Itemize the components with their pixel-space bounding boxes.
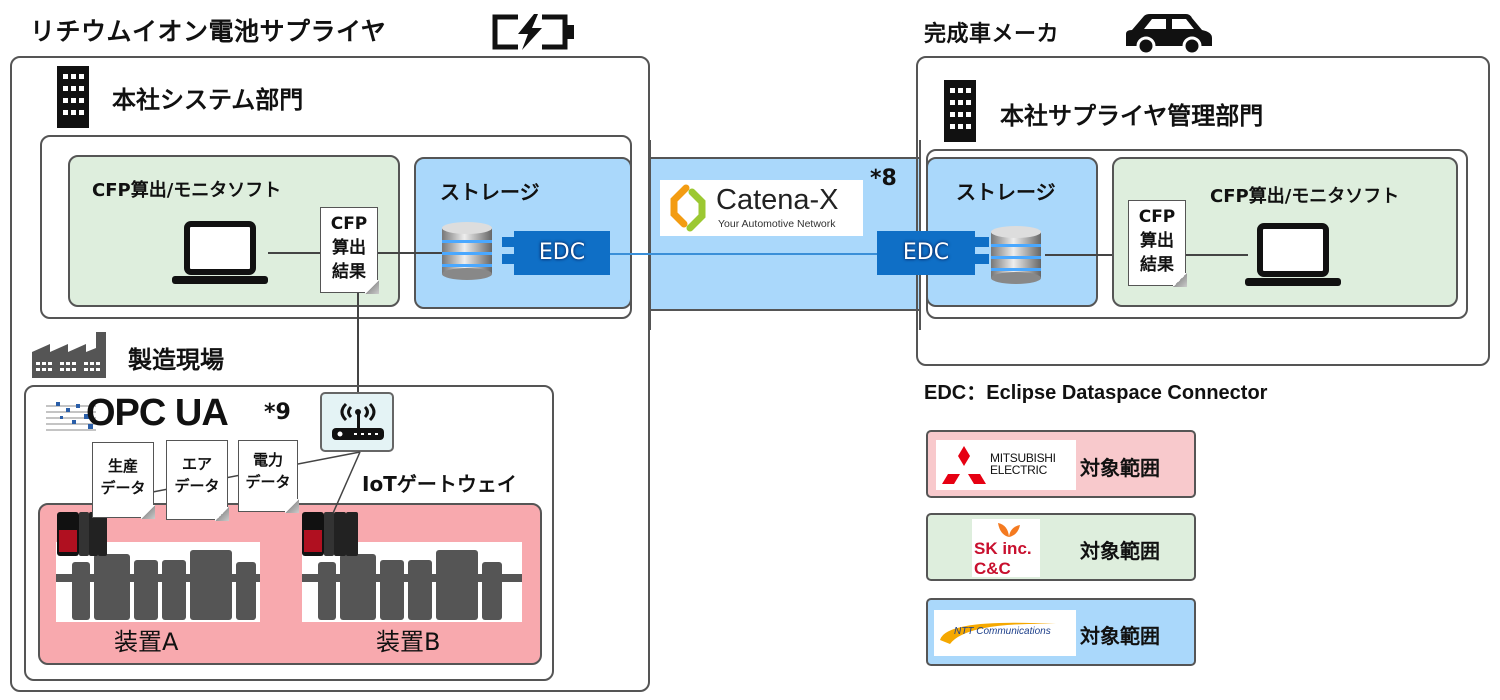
production-data-doc: 生産 データ <box>92 442 155 519</box>
band-edge <box>649 140 651 330</box>
factory-container <box>24 385 554 681</box>
edc-port <box>502 254 516 264</box>
air-data-doc: エア データ <box>166 440 229 521</box>
connector-line <box>268 252 322 254</box>
iot-gateway-box <box>320 392 394 452</box>
doc-line: データ <box>174 477 220 495</box>
ntt-swoosh-icon <box>940 622 1056 644</box>
database-icon <box>442 222 492 280</box>
edc-port <box>975 254 989 264</box>
plc-icon <box>57 512 107 556</box>
catena-note: *8 <box>870 166 897 191</box>
doc-line: 生産 <box>107 457 138 475</box>
production-line-icon <box>302 550 522 620</box>
doc-line: エア <box>181 455 212 473</box>
connector-line <box>1186 254 1248 256</box>
production-line-icon <box>56 550 260 620</box>
supplier-software-label: CFP算出/モニタソフト <box>92 180 282 201</box>
legend-label: 対象範囲 <box>1080 539 1160 563</box>
edc-link-line <box>610 253 880 255</box>
ntt-logo: NTT Communications <box>934 610 1076 656</box>
doc-line: 電力 <box>252 451 283 469</box>
doc-line: データ <box>245 473 291 491</box>
factory-label: 製造現場 <box>128 346 224 374</box>
oem-storage-label: ストレージ <box>956 180 1056 204</box>
supplier-storage-label: ストレージ <box>440 180 540 204</box>
oem-software-label: CFP算出/モニタソフト <box>1210 186 1400 207</box>
ntt-name: NTT Communications <box>954 626 1051 637</box>
edc-port <box>975 237 989 247</box>
doc-line: データ <box>100 479 146 497</box>
car-icon <box>1126 14 1212 54</box>
doc-line: CFP <box>1138 207 1176 227</box>
doc-line: 算出 <box>1140 231 1174 251</box>
sk-name: SK inc. C&C <box>974 539 1032 578</box>
oem-container <box>916 56 1490 366</box>
supplier-title: リチウムイオン電池サプライヤ <box>30 17 387 46</box>
mitsubishi-logo: MITSUBISHI ELECTRIC <box>936 440 1076 490</box>
device-a-label: 装置A <box>114 628 179 656</box>
connector-line <box>378 252 444 254</box>
connector-line <box>1045 254 1131 256</box>
battery-charging-icon <box>492 14 574 50</box>
legend-label: 対象範囲 <box>1080 624 1160 648</box>
oem-edc: EDC <box>877 231 975 275</box>
device-a-machine <box>56 542 260 622</box>
gateway-link-line <box>357 293 359 393</box>
catena-x-tagline: Your Automotive Network <box>718 218 836 230</box>
supplier-hq-label: 本社システム部門 <box>112 86 304 114</box>
legend-sk: SK inc. C&C 対象範囲 <box>926 513 1196 581</box>
opc-ua-text: OPC UA <box>86 392 229 434</box>
router-icon <box>332 402 384 440</box>
oem-hq-label: 本社サプライヤ管理部門 <box>1000 102 1264 130</box>
edc-definition: EDC：Eclipse Dataspace Connector <box>924 382 1268 404</box>
edc-port <box>502 237 516 247</box>
doc-line: 算出 <box>332 238 366 258</box>
oem-title: 完成車メーカ <box>924 22 1060 47</box>
database-icon <box>991 226 1041 284</box>
opc-note: *9 <box>264 400 291 425</box>
supplier-container <box>10 56 650 692</box>
doc-line: 結果 <box>332 262 366 282</box>
opc-ua-mark-icon <box>46 402 96 431</box>
factory-icon <box>32 332 106 378</box>
laptop-icon <box>1245 223 1341 286</box>
sk-logo: SK inc. C&C <box>972 519 1040 578</box>
catena-x-mark-icon <box>670 184 706 232</box>
building-icon <box>944 80 976 142</box>
doc-line: 結果 <box>1140 255 1174 275</box>
building-icon <box>57 66 89 128</box>
plc-icon <box>302 512 358 556</box>
mitsubishi-diamonds-icon <box>942 446 986 484</box>
supplier-edc: EDC <box>514 231 610 275</box>
catena-x-logo: Catena-X Your Automotive Network <box>660 180 863 236</box>
doc-line: CFP <box>330 214 368 234</box>
supplier-cfp-result-doc: CFP 算出 結果 <box>320 207 379 294</box>
power-data-doc: 電力 データ <box>238 440 299 513</box>
legend-mitsubishi: MITSUBISHI ELECTRIC 対象範囲 <box>926 430 1196 498</box>
iot-gateway-label: IoTゲートウェイ <box>362 472 517 496</box>
device-b-label: 装置B <box>376 628 441 656</box>
mitsubishi-name: MITSUBISHI ELECTRIC <box>990 451 1056 477</box>
laptop-icon <box>172 221 268 284</box>
legend-ntt: NTT Communications 対象範囲 <box>926 598 1196 666</box>
catena-x-name: Catena-X <box>716 184 839 216</box>
legend-label: 対象範囲 <box>1080 456 1160 480</box>
oem-cfp-result-doc: CFP 算出 結果 <box>1128 200 1187 287</box>
opc-ua-logo: OPC UA <box>46 392 256 436</box>
sk-butterfly-icon <box>998 523 1020 537</box>
